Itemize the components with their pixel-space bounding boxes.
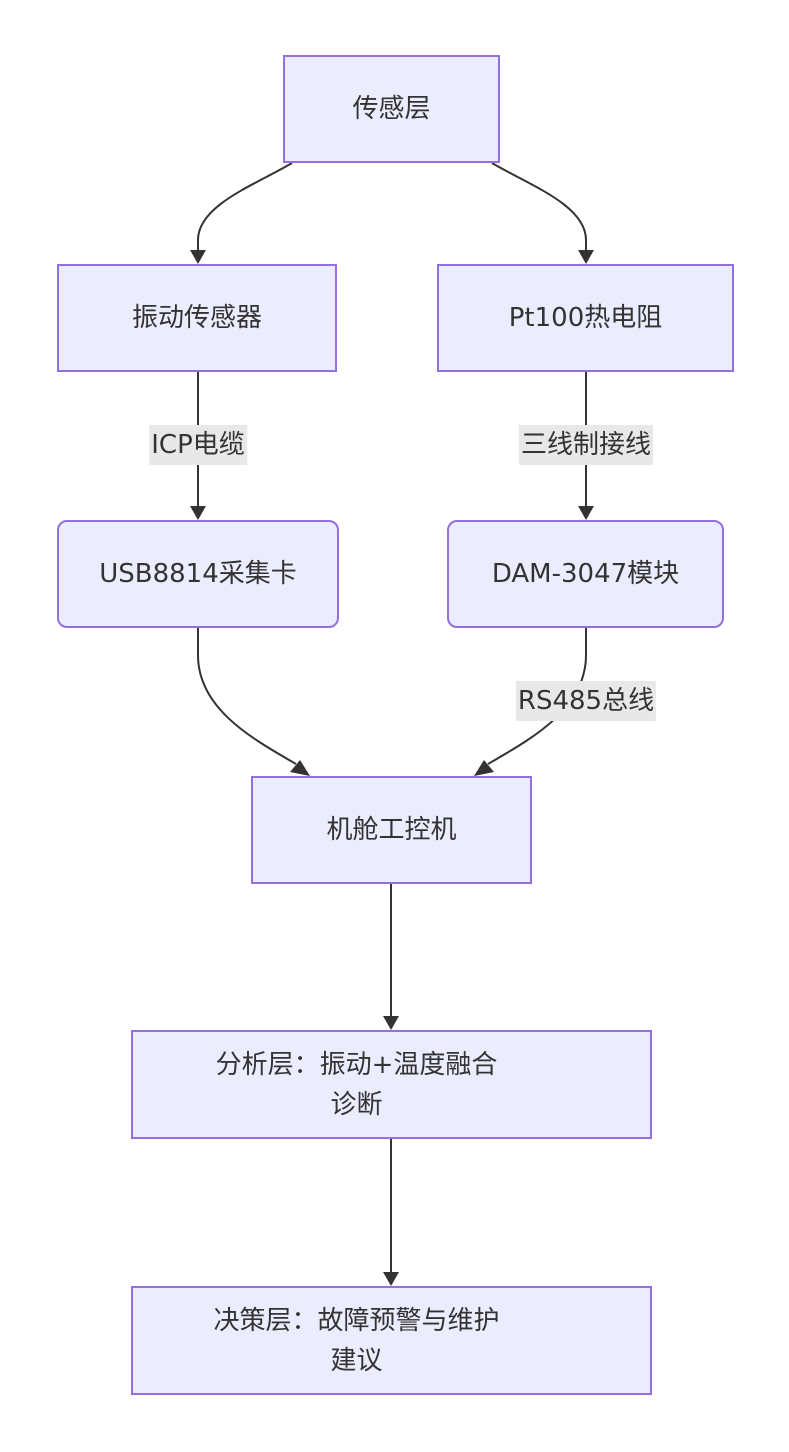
edge-sensing-to-vib-sensor: [197, 162, 293, 250]
node-decision-layer: 决策层：故障预警与维护建议: [131, 1286, 652, 1395]
node-vibration-sensor: 振动传感器: [57, 264, 337, 372]
edge-usb8814-to-ipc: [197, 628, 297, 765]
node-vibration-sensor-label: 振动传感器: [131, 303, 262, 333]
node-analysis-layer: 分析层：振动+温度融合诊断: [131, 1030, 652, 1139]
edge-label-three-wire: 三线制接线: [518, 425, 654, 465]
node-analysis-layer-label: 分析层：振动+温度融合诊断: [215, 1049, 498, 1120]
arrowhead-vib-sensor: [190, 250, 206, 264]
node-usb8814-label: USB8814采集卡: [99, 559, 297, 589]
arrowhead-ipc-right: [474, 760, 494, 776]
arrowhead-analysis: [383, 1016, 399, 1030]
node-sensing-layer: 传感层: [283, 55, 500, 163]
arrowhead-pt100: [578, 250, 594, 264]
arrowhead-ipc-left: [290, 760, 310, 776]
node-ipc-label: 机舱工控机: [326, 815, 457, 845]
node-usb8814: USB8814采集卡: [57, 520, 339, 628]
edge-sensing-to-pt100: [491, 162, 587, 250]
node-ipc: 机舱工控机: [251, 776, 532, 884]
arrowhead-decision: [383, 1272, 399, 1286]
edge-label-icp-cable: ICP电缆: [149, 425, 247, 465]
node-sensing-layer-label: 传感层: [352, 94, 431, 124]
arrowhead-dam3047: [578, 506, 594, 520]
node-dam3047-label: DAM-3047模块: [491, 559, 680, 589]
node-pt100: Pt100热电阻: [437, 264, 734, 372]
node-dam3047: DAM-3047模块: [447, 520, 724, 628]
node-pt100-label: Pt100热电阻: [508, 303, 663, 333]
node-decision-layer-label: 决策层：故障预警与维护建议: [213, 1305, 500, 1376]
edge-label-rs485: RS485总线: [515, 681, 657, 721]
arrowhead-usb8814: [190, 506, 206, 520]
